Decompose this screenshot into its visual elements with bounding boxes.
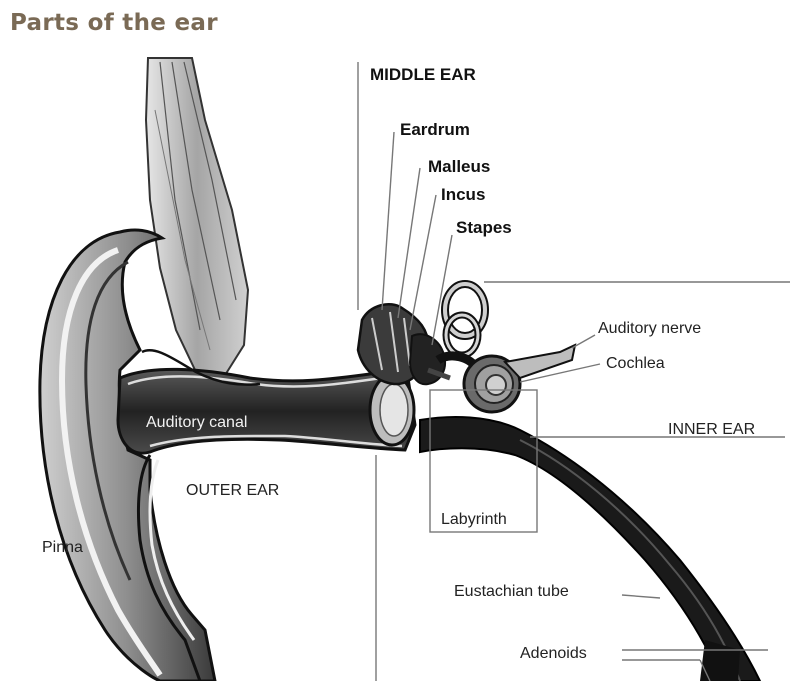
inner-ear-shape [438,284,575,412]
label-middle-ear: MIDDLE EAR [370,65,476,84]
label-stapes: Stapes [456,218,512,237]
ossicles-shape [358,304,450,384]
label-cochlea: Cochlea [606,355,665,372]
label-auditory-canal: Auditory canal [146,414,247,431]
label-inner-ear: INNER EAR [668,421,755,438]
label-eustachian-tube: Eustachian tube [454,583,569,600]
eustachian-tube-shape [420,417,760,681]
label-pinna: Pinna [42,539,83,556]
label-auditory-nerve: Auditory nerve [598,320,701,337]
label-eardrum: Eardrum [400,120,470,139]
label-adenoids: Adenoids [520,645,587,662]
label-malleus: Malleus [428,157,490,176]
temporal-muscle [146,58,248,380]
label-incus: Incus [441,185,485,204]
label-labyrinth: Labyrinth [441,511,507,528]
label-outer-ear: OUTER EAR [186,482,279,499]
